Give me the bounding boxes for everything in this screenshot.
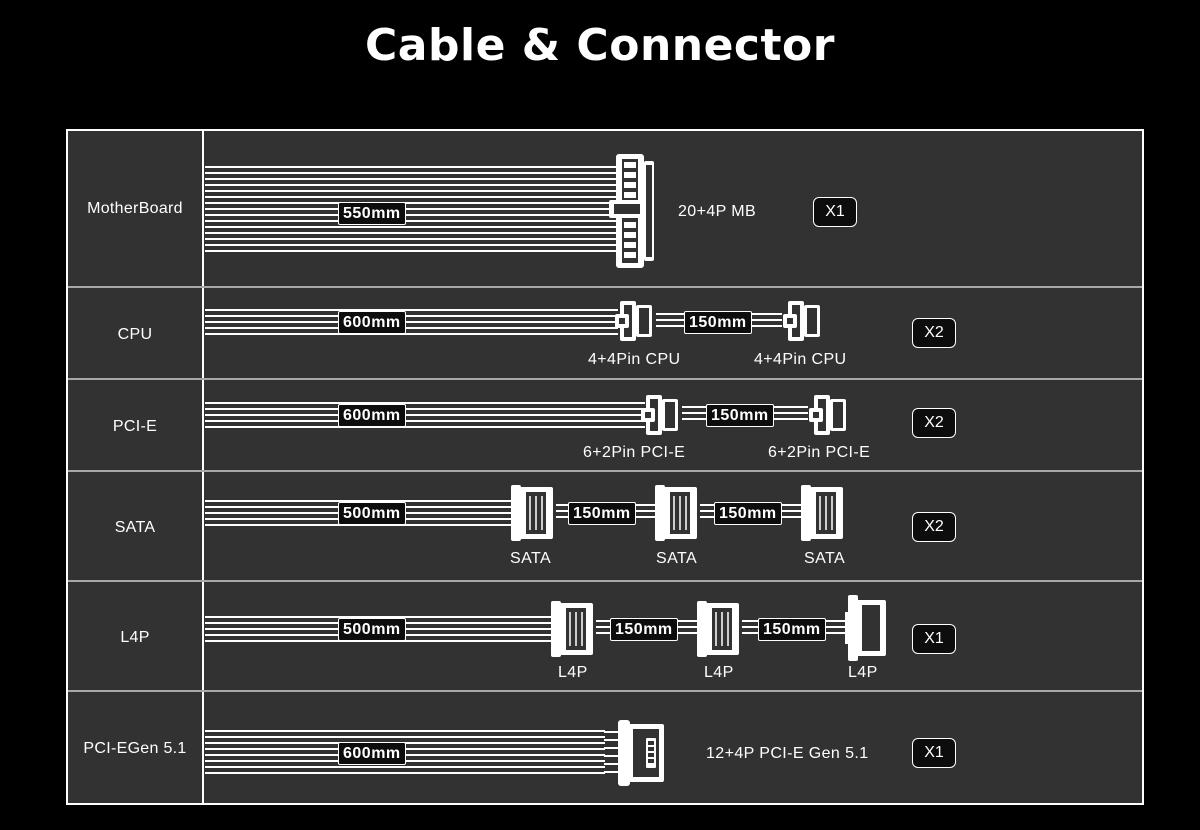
cable-length-label: 600mm: [338, 404, 406, 427]
cpu-connector-icon: [783, 301, 820, 341]
row-label: PCI-E Gen 5.1: [68, 692, 202, 805]
quantity-badge: X1: [813, 197, 857, 227]
extension-length-label: 150mm: [610, 618, 678, 641]
pcie-connector-icon: [809, 395, 846, 435]
extension-length-label: 150mm: [684, 311, 752, 334]
sata-connector-icon: [511, 485, 553, 541]
row-label: L4P: [120, 628, 150, 646]
cable-bundle: [205, 309, 618, 335]
quantity-badge: X2: [912, 512, 956, 542]
sata-connector-icon: [655, 485, 697, 541]
row-sata: SATA 500mm 150mm 150mm SATA SATA SATA X2: [68, 470, 1142, 582]
connector-label: 6+2Pin PCI-E: [768, 444, 871, 461]
connector-label: 6+2Pin PCI-E: [583, 444, 686, 461]
pcie-gen5-connector-icon: [604, 720, 664, 786]
cable-length-label: 600mm: [338, 311, 406, 334]
connector-label: L4P: [704, 664, 734, 681]
row-label: CPU: [117, 325, 153, 343]
row-label: SATA: [114, 518, 156, 536]
connector-label: 4+4Pin CPU: [588, 351, 681, 368]
quantity-badge: X2: [912, 318, 956, 348]
mb-24pin-connector-icon: [609, 154, 654, 268]
molex-l4p-connector-icon: [845, 595, 886, 661]
extension-length-label: 150mm: [714, 502, 782, 525]
cable-bundle: [205, 166, 616, 256]
connector-label: L4P: [848, 664, 878, 681]
column-divider: [202, 131, 204, 803]
connector-label: SATA: [656, 550, 698, 567]
quantity-badge: X1: [912, 624, 956, 654]
pcie-connector-icon: [641, 395, 678, 435]
l4p-connector-icon: [697, 601, 739, 657]
cable-bundle: [205, 402, 645, 428]
connector-label: 4+4Pin CPU: [754, 351, 847, 368]
connector-label: L4P: [558, 664, 588, 681]
cable-length-label: 500mm: [338, 502, 406, 525]
connector-label: SATA: [510, 550, 552, 567]
cable-table: MotherBoard 550mm 20+4P MB X1 CPU: [66, 129, 1144, 805]
cable-length-label: 550mm: [338, 202, 406, 225]
extension-length-label: 150mm: [758, 618, 826, 641]
page-title: Cable & Connector: [365, 20, 835, 71]
cpu-connector-icon: [615, 301, 652, 341]
row-motherboard: MotherBoard 550mm 20+4P MB X1: [68, 131, 1142, 286]
sata-connector-icon: [801, 485, 843, 541]
row-label-line1: PCI-E: [83, 740, 128, 757]
l4p-connector-icon: [551, 601, 593, 657]
row-l4p: L4P 500mm 150mm 150mm L4P L4P L4P X1: [68, 580, 1142, 692]
extension-length-label: 150mm: [568, 502, 636, 525]
quantity-badge: X1: [912, 738, 956, 768]
row-pcie: PCI-E 600mm 150mm 6+2Pin PCI-E 6+2Pin PC…: [68, 378, 1142, 472]
row-label-line2: Gen 5.1: [127, 740, 187, 757]
connector-label: SATA: [804, 550, 846, 567]
quantity-badge: X2: [912, 408, 956, 438]
row-pcie-gen5: PCI-E Gen 5.1 600mm 12+4P PCI-E Gen 5.1 …: [68, 690, 1142, 805]
cable-length-label: 600mm: [338, 742, 406, 765]
row-label: PCI-E: [112, 417, 158, 435]
row-label: MotherBoard: [87, 200, 183, 217]
extension-length-label: 150mm: [706, 404, 774, 427]
cable-length-label: 500mm: [338, 618, 406, 641]
row-cpu: CPU 600mm 150mm 4+4Pin CPU 4+4Pin CPU X2: [68, 286, 1142, 380]
connector-label: 20+4P MB: [678, 203, 757, 220]
connector-label: 12+4P PCI-E Gen 5.1: [706, 745, 869, 762]
